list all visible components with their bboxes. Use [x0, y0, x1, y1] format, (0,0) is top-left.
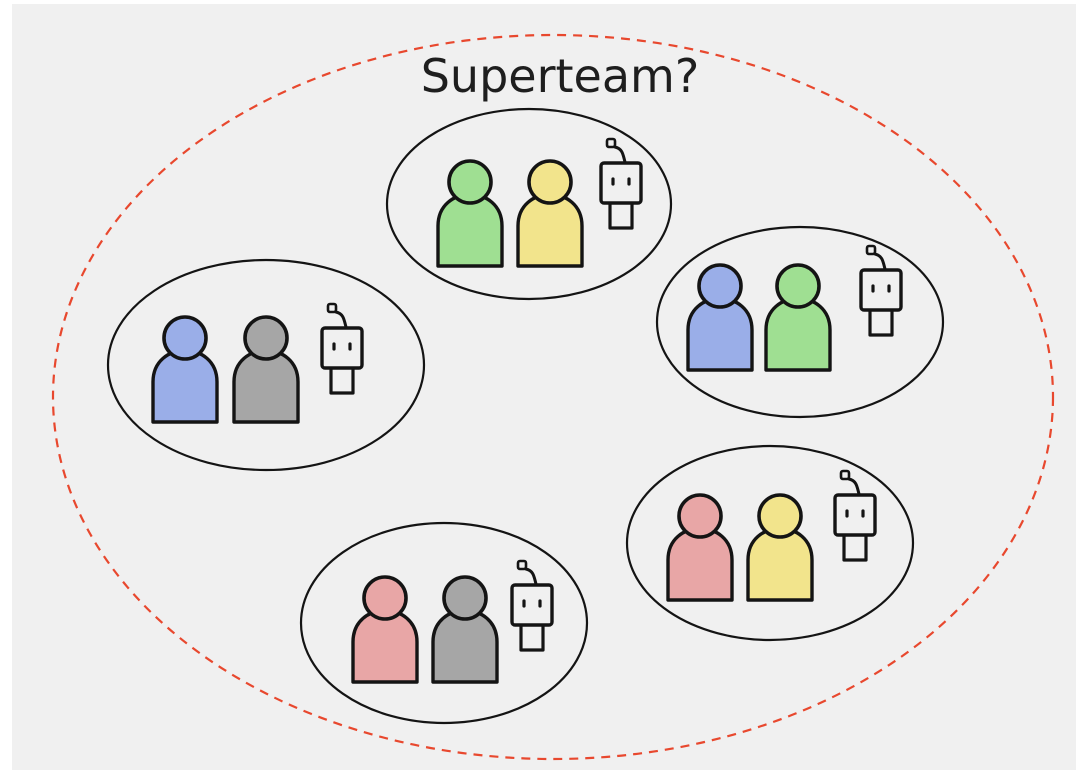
- person-head: [243, 315, 289, 361]
- person-gray: [431, 575, 499, 684]
- person-body: [436, 192, 504, 268]
- team-bottom-right: [625, 444, 915, 642]
- robot-icon: [859, 244, 903, 337]
- person-head: [775, 263, 821, 309]
- robot-icon: [599, 137, 643, 230]
- team-bubble: [385, 107, 673, 301]
- person-head: [697, 263, 743, 309]
- robot-body: [842, 535, 868, 562]
- person-head: [527, 159, 573, 205]
- person-head: [162, 315, 208, 361]
- robot-body: [868, 310, 894, 337]
- person-body: [232, 348, 300, 424]
- person-blue: [686, 263, 754, 372]
- robot-body: [608, 203, 634, 230]
- robot-head: [320, 326, 364, 370]
- team-right: [655, 225, 945, 419]
- team-bubble: [655, 225, 945, 419]
- person-red: [666, 493, 734, 602]
- person-red: [351, 575, 419, 684]
- robot-body: [519, 625, 545, 652]
- person-head: [447, 159, 493, 205]
- person-body: [351, 608, 419, 684]
- robot-antenna-knob: [865, 244, 877, 256]
- robot-head: [510, 583, 554, 627]
- team-left: [106, 258, 426, 472]
- robot-icon: [510, 559, 554, 652]
- robot-icon: [833, 469, 877, 562]
- person-body: [686, 296, 754, 372]
- robot-antenna: [873, 252, 887, 271]
- robot-antenna-knob: [605, 137, 617, 149]
- robot-body: [329, 368, 355, 395]
- person-body: [666, 526, 734, 602]
- robot-head: [859, 268, 903, 312]
- team-top: [385, 107, 673, 301]
- robot-head: [599, 161, 643, 205]
- person-body: [516, 192, 584, 268]
- team-bubble: [106, 258, 426, 472]
- person-body: [151, 348, 219, 424]
- person-yellow: [746, 493, 814, 602]
- robot-antenna: [847, 477, 861, 496]
- person-gray: [232, 315, 300, 424]
- teams-layer: [106, 107, 945, 725]
- person-body: [746, 526, 814, 602]
- person-blue: [151, 315, 219, 424]
- person-green: [436, 159, 504, 268]
- person-head: [677, 493, 723, 539]
- robot-antenna-knob: [516, 559, 528, 571]
- superteam-boundary: [51, 33, 1055, 761]
- robot-antenna: [334, 310, 348, 329]
- team-bubble: [625, 444, 915, 642]
- person-yellow: [516, 159, 584, 268]
- robot-icon: [320, 302, 364, 395]
- person-body: [431, 608, 499, 684]
- person-head: [442, 575, 488, 621]
- robot-antenna-knob: [839, 469, 851, 481]
- robot-antenna: [613, 145, 627, 164]
- team-bubble: [299, 521, 589, 725]
- robot-head: [833, 493, 877, 537]
- robot-antenna: [524, 567, 538, 586]
- person-body: [764, 296, 832, 372]
- diagram-title: Superteam?: [421, 49, 700, 103]
- person-green: [764, 263, 832, 372]
- person-head: [757, 493, 803, 539]
- robot-antenna-knob: [326, 302, 338, 314]
- team-bottom: [299, 521, 589, 725]
- person-head: [362, 575, 408, 621]
